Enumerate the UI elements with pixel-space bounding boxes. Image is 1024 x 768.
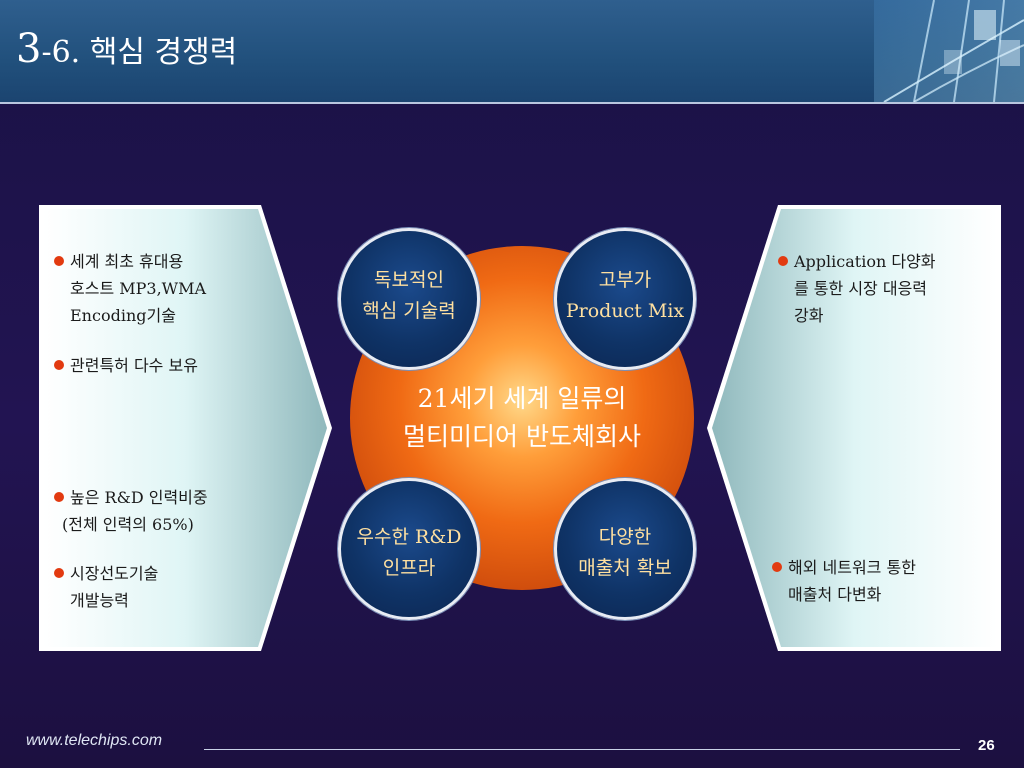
header-decoration-graphic xyxy=(874,0,1024,102)
footer-website: www.telechips.com xyxy=(26,732,163,749)
center-statement: 21세기 세계 일류의 멀티미디어 반도체회사 xyxy=(403,384,641,451)
circle-top-right xyxy=(554,228,696,370)
header-divider xyxy=(0,102,1024,104)
title-number: 3 xyxy=(16,26,42,72)
circle-bottom-left xyxy=(338,478,480,620)
right-bullet-2: 해외 네트워크 통한 매출처 다변화 xyxy=(772,554,916,608)
bullet-dot xyxy=(772,562,782,572)
left-bullet-2: 관련특허 다수 보유 xyxy=(54,352,198,379)
bullet-dot xyxy=(54,492,64,502)
right-bullet-1: Application 다양화 를 통한 시장 대응력 강화 xyxy=(778,248,936,329)
page-number: 26 xyxy=(978,737,995,754)
left-bullet-3: 높은 R&D 인력비중 (전체 인력의 65%) xyxy=(54,484,208,538)
right-panel: Application 다양화 를 통한 시장 대응력 강화 해외 네트워크 통… xyxy=(706,204,1002,652)
left-bullet-4: 시장선도기술 개발능력 xyxy=(54,560,158,614)
header-bar: 3-6. 핵심 경쟁력 xyxy=(0,0,1024,102)
left-panel-shape xyxy=(39,205,332,651)
bullet-dot xyxy=(54,360,64,370)
title-text: -6. 핵심 경쟁력 xyxy=(41,35,238,70)
circle-bottom-right xyxy=(554,478,696,620)
slide-title: 3-6. 핵심 경쟁력 xyxy=(16,26,237,72)
circle-top-left xyxy=(338,228,480,370)
left-bullet-1: 세계 최초 휴대용 호스트 MP3,WMA Encoding기술 xyxy=(54,248,206,329)
footer-divider xyxy=(204,749,960,750)
bullet-dot xyxy=(778,256,788,266)
bullet-dot xyxy=(54,256,64,266)
bullet-dot xyxy=(54,568,64,578)
left-panel: 세계 최초 휴대용 호스트 MP3,WMA Encoding기술 관련특허 다수… xyxy=(38,204,334,652)
right-panel-shape xyxy=(707,205,1001,651)
